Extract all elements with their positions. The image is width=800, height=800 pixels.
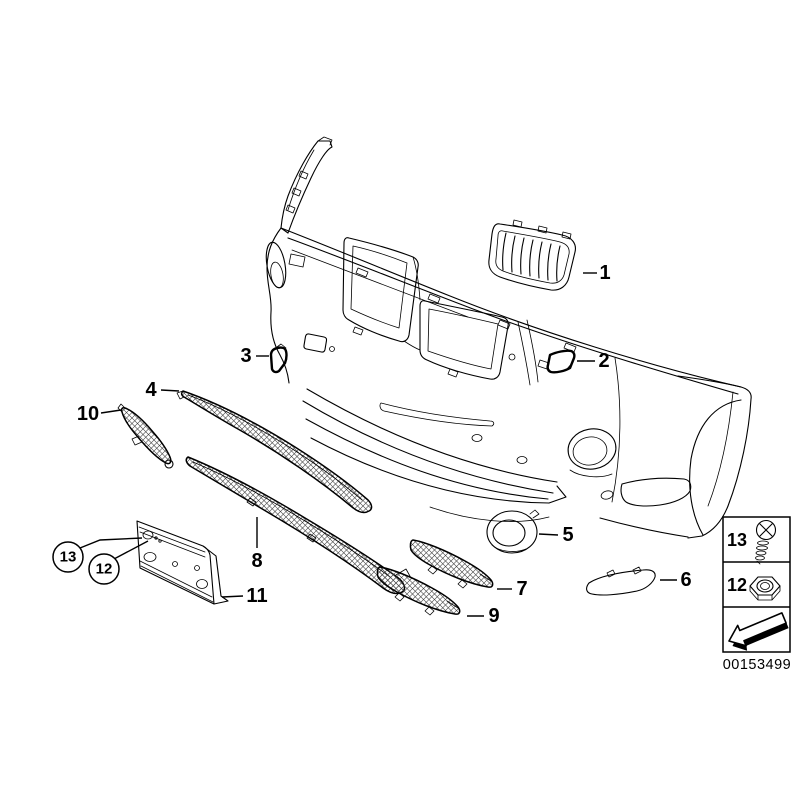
side-grille-right-lower <box>376 566 461 616</box>
license-plate-base <box>136 520 229 605</box>
callout-10-label: 10 <box>77 403 99 425</box>
callout-6-label: 6 <box>680 569 691 591</box>
side-grille-left <box>117 403 174 469</box>
fog-lamp-trim-ring <box>486 509 540 554</box>
leader-line-4 <box>160 389 180 392</box>
legend-box: 13 12 <box>722 516 791 653</box>
hex-nut-icon <box>749 576 781 601</box>
callout-1-label: 1 <box>599 262 610 284</box>
circled-13-label: 13 <box>60 549 77 566</box>
circled-callout-13: 13 <box>52 537 143 573</box>
callout-9-label: 9 <box>488 605 499 627</box>
center-grille-upper <box>176 390 373 514</box>
image-number: 00153499 <box>723 657 792 673</box>
center-grille-lower <box>185 456 412 595</box>
callout-2-label: 2 <box>598 350 609 372</box>
callout-8-label: 8 <box>251 550 262 572</box>
callout-11-label: 11 <box>246 585 267 607</box>
side-marker-trim <box>586 566 656 596</box>
leader-line-10 <box>100 409 122 414</box>
kidney-grille-part <box>488 219 576 291</box>
screw-icon <box>755 519 777 565</box>
cover-cap <box>269 343 288 374</box>
callout-4-label: 4 <box>145 379 157 401</box>
tow-hook-cover-cap <box>546 349 576 374</box>
leader-line-11 <box>221 595 244 598</box>
callout-5-label: 5 <box>562 524 573 546</box>
callout-3-label: 3 <box>240 345 251 367</box>
callout-7-label: 7 <box>516 578 527 600</box>
circled-callout-12: 12 <box>88 540 149 585</box>
legend-13-label: 13 <box>727 530 747 550</box>
circled-12-label: 12 <box>96 561 113 578</box>
legend-12-label: 12 <box>727 575 747 595</box>
leader-line-5 <box>538 533 559 536</box>
direction-arrow-icon <box>728 612 789 651</box>
side-grille-right-upper <box>409 539 494 589</box>
